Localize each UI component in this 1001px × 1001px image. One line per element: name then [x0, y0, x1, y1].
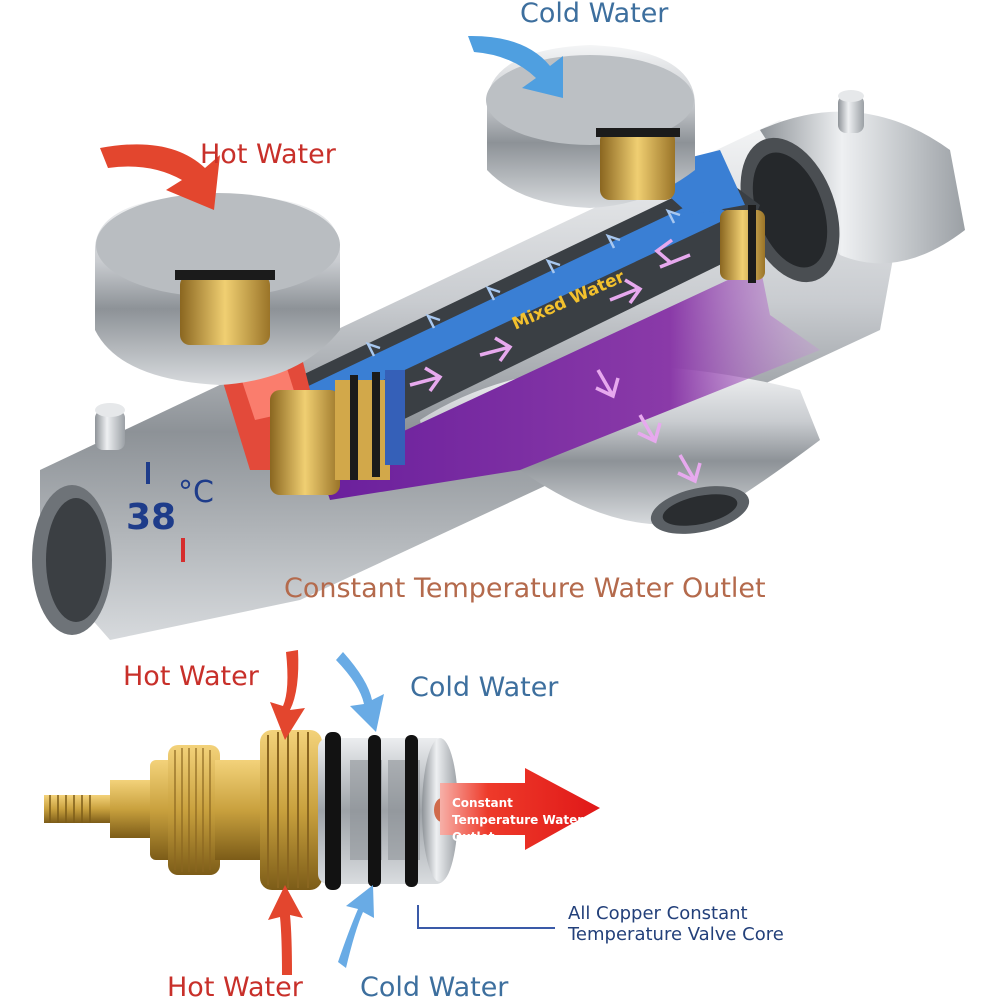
hot-arrow-icon	[268, 885, 303, 975]
hot-water-label-mid: Hot Water	[123, 661, 259, 692]
cold-flow-arrows	[365, 208, 681, 357]
cold-water-label-bottom: Cold Water	[360, 972, 509, 1001]
cold-arrow-icon	[468, 35, 563, 98]
hot-inlet-pod	[95, 193, 340, 385]
hot-water-label-bottom: Hot Water	[167, 972, 303, 1001]
hot-arrow-icon	[270, 650, 305, 740]
cold-inlet-pod	[486, 45, 695, 208]
mixed-flow-arrows	[409, 238, 702, 484]
valve-core	[44, 730, 458, 890]
temperature-value: 38	[126, 497, 177, 538]
cold-water-label-top: Cold Water	[520, 0, 669, 29]
valve-core-pointer	[417, 905, 555, 929]
temperature-unit: °C	[178, 475, 214, 510]
valve-core-label: All Copper Constant Temperature Valve Co…	[568, 903, 784, 945]
outlet-title: Constant Temperature Water Outlet	[284, 573, 766, 604]
hot-arrow-icon	[100, 144, 220, 210]
internal-cartridge	[270, 205, 765, 495]
outlet-arrow-icon	[440, 768, 600, 850]
outlet-arrow-label: Constant Temperature Water Outlet	[452, 796, 584, 844]
cold-arrow-icon	[336, 652, 384, 732]
cold-water-label-mid: Cold Water	[410, 672, 559, 703]
hot-water-label-top: Hot Water	[200, 139, 336, 170]
cold-arrow-icon	[338, 885, 374, 968]
